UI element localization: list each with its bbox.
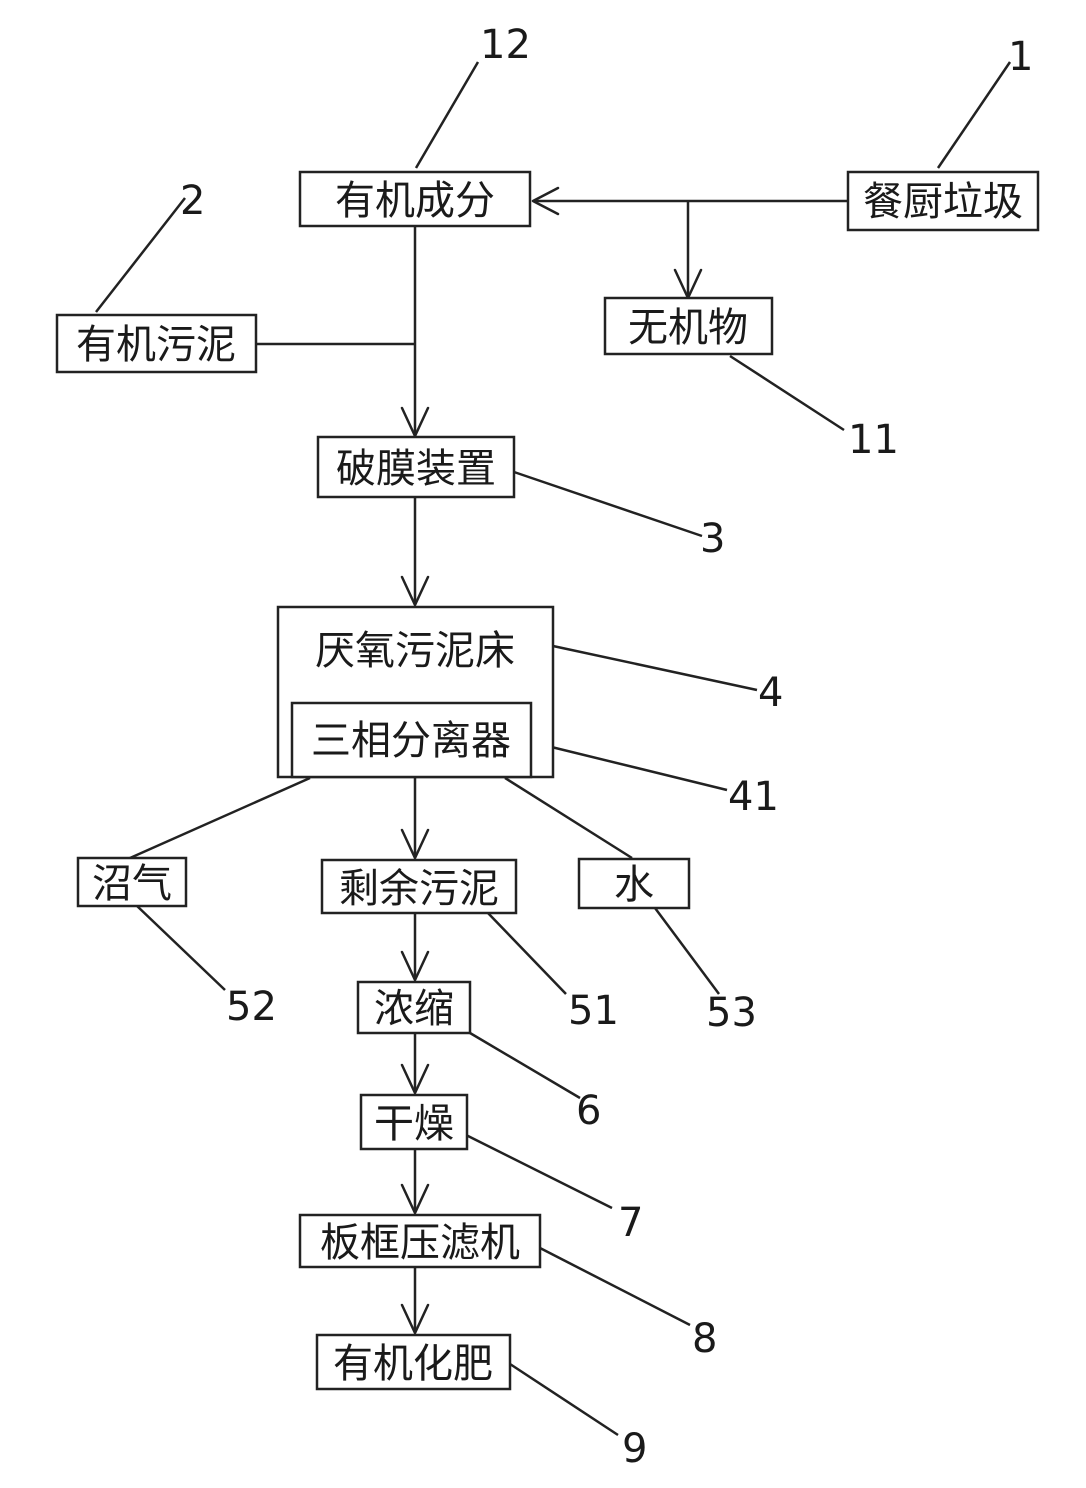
- arrow-down-icon: [400, 1183, 430, 1215]
- leader-51: [486, 911, 567, 995]
- ref-num-8: 8: [692, 1316, 717, 1362]
- box-label: 水: [614, 862, 654, 908]
- leader-12: [414, 61, 480, 169]
- ref-num-9: 9: [622, 1426, 647, 1472]
- box-label: 有机化肥: [333, 1341, 493, 1387]
- box-biogas: 沼气: [76, 856, 188, 908]
- box-label: 剩余污泥: [339, 866, 499, 912]
- box-label: 无机物: [628, 305, 748, 351]
- arrow-down-icon: [400, 828, 430, 860]
- leader-7: [465, 1133, 613, 1210]
- ref-num-51: 51: [568, 988, 619, 1034]
- arrow-down-icon: [400, 1063, 430, 1095]
- box-drying: 干燥: [359, 1093, 469, 1151]
- ref-num-1: 1: [1008, 34, 1033, 80]
- box-label: 干燥: [374, 1101, 454, 1147]
- box-label: 有机污泥: [76, 322, 236, 368]
- ref-num-53: 53: [706, 990, 757, 1036]
- leader-4: [552, 644, 758, 692]
- connector-uasb-to-water: [504, 776, 633, 860]
- ref-num-2: 2: [180, 178, 205, 224]
- box-label: 厌氧污泥床: [315, 628, 515, 674]
- box-filter-press: 板框压滤机: [298, 1213, 542, 1269]
- arrow-down-icon: [400, 1303, 430, 1335]
- leader-52: [135, 904, 226, 991]
- box-organic-component: 有机成分: [298, 170, 532, 228]
- connector-uasb-to-biogas: [129, 776, 311, 860]
- arrow-down-icon: [400, 950, 430, 982]
- box-thickening: 浓缩: [356, 980, 472, 1035]
- box-label: 破膜装置: [336, 446, 496, 492]
- box-inorganic: 无机物: [603, 296, 774, 356]
- arrow-left-icon: [531, 186, 560, 216]
- leader-2: [95, 197, 186, 313]
- box-membrane-breaker: 破膜装置: [316, 435, 516, 499]
- ref-num-52: 52: [226, 984, 277, 1030]
- leader-9: [509, 1362, 619, 1437]
- leader-41: [530, 740, 728, 792]
- box-label: 餐厨垃圾: [863, 179, 1023, 225]
- leader-11: [729, 354, 845, 432]
- box-kitchen-waste: 餐厨垃圾: [846, 170, 1040, 232]
- box-residual-sludge: 剩余污泥: [320, 858, 518, 915]
- box-organic-sludge: 有机污泥: [55, 313, 258, 374]
- reference-numerals: 1 12 2 11 3 4 41 52 51 53 6 7 8 9: [180, 22, 1033, 1472]
- box-label: 板框压滤机: [320, 1220, 520, 1266]
- ref-num-11: 11: [848, 417, 899, 463]
- ref-num-3: 3: [700, 516, 725, 562]
- flow-connectors: [129, 199, 848, 1333]
- leader-6: [469, 1031, 581, 1100]
- ref-num-4: 4: [758, 670, 783, 716]
- ref-num-41: 41: [728, 774, 779, 820]
- box-label: 有机成分: [335, 178, 495, 224]
- box-three-phase-separator: 三相分离器: [290, 701, 533, 779]
- leader-3: [513, 470, 703, 538]
- ref-num-7: 7: [618, 1200, 643, 1246]
- box-label: 三相分离器: [311, 718, 511, 764]
- leader-8: [539, 1246, 691, 1327]
- ref-num-12: 12: [480, 22, 531, 68]
- box-label: 沼气: [92, 861, 172, 907]
- arrow-down-icon: [400, 575, 430, 607]
- leader-lines: [95, 61, 1012, 1437]
- leader-1: [936, 61, 1012, 169]
- ref-num-6: 6: [576, 1088, 601, 1134]
- box-water: 水: [577, 857, 691, 910]
- box-organic-fertilizer: 有机化肥: [315, 1333, 512, 1391]
- box-label: 浓缩: [374, 986, 454, 1032]
- leader-53: [653, 907, 721, 995]
